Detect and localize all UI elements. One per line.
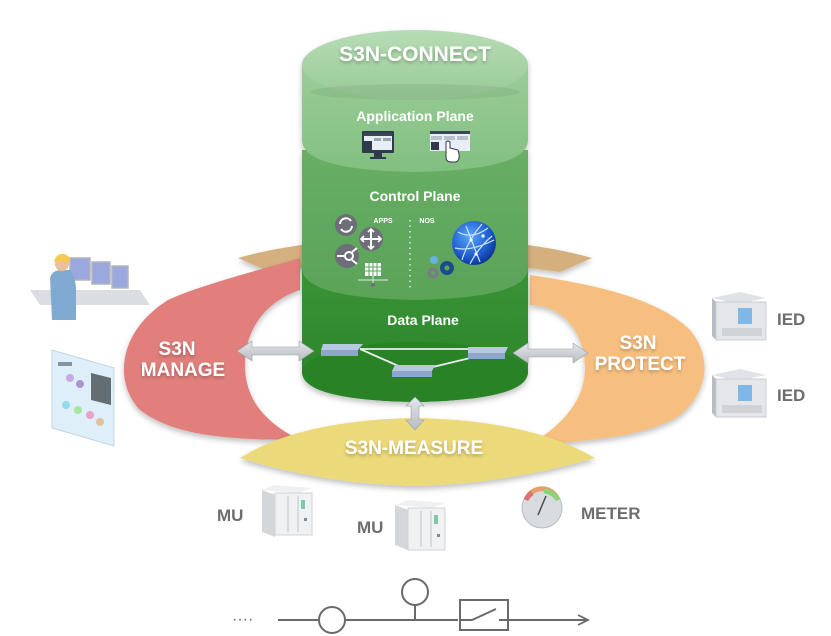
manage-label-line1: S3N xyxy=(159,339,196,360)
switch-icon xyxy=(468,347,508,359)
apps-label: APPS xyxy=(373,218,392,225)
application-plane-label: Application Plane xyxy=(356,108,474,124)
grid-app-icon xyxy=(358,263,388,287)
ied-device-icon xyxy=(712,369,767,418)
ied-device-icon xyxy=(712,292,767,341)
measure-connect-arrow[interactable] xyxy=(405,396,425,431)
control-plane-label: Control Plane xyxy=(369,188,460,204)
protect-connect-arrow[interactable] xyxy=(512,342,589,364)
protect-segment xyxy=(530,275,705,445)
switch-icon xyxy=(392,365,435,377)
s3n-connect-cylinder xyxy=(302,30,528,402)
move-app-icon xyxy=(359,227,383,251)
single-line-diagram: ···· xyxy=(232,578,591,634)
manage-segment xyxy=(123,258,300,440)
merging-unit-icon xyxy=(262,485,313,537)
manage-label-line2: MANAGE xyxy=(141,360,225,381)
cylinder-top xyxy=(302,30,528,100)
meter-label: METER xyxy=(581,504,641,523)
voltage-transformer-symbol xyxy=(401,578,429,606)
sync-app-icon xyxy=(335,214,357,236)
network-switches xyxy=(321,344,508,377)
data-plane-label: Data Plane xyxy=(387,312,459,328)
mu-left-label: MU xyxy=(217,506,243,525)
gears-icon xyxy=(427,256,454,279)
ied-bottom-label: IED xyxy=(777,386,805,405)
globe-network-icon xyxy=(452,221,496,265)
current-transformer-symbol xyxy=(318,606,346,634)
protect-label-line1: S3N xyxy=(620,333,657,354)
merging-unit-icon xyxy=(395,500,446,551)
switch-icon xyxy=(321,344,363,356)
nos-label: NOS xyxy=(419,218,435,225)
meter-gauge-icon xyxy=(521,486,563,529)
cylinder-title: S3N-CONNECT xyxy=(339,43,491,66)
mu-right-label: MU xyxy=(357,518,383,537)
lead-dots: ···· xyxy=(232,611,253,628)
operator-workstation-icon xyxy=(30,253,150,320)
ied-top-label: IED xyxy=(777,310,805,329)
measure-label: S3N-MEASURE xyxy=(345,438,483,459)
measure-segment xyxy=(240,418,595,486)
monitor-app-icon xyxy=(362,131,394,159)
scada-display-icon xyxy=(51,349,115,447)
protect-label-line2: PROTECT xyxy=(595,354,686,375)
hub-app-icon xyxy=(335,244,359,268)
manage-connect-arrow[interactable] xyxy=(236,340,315,362)
touch-app-icon xyxy=(430,131,470,163)
